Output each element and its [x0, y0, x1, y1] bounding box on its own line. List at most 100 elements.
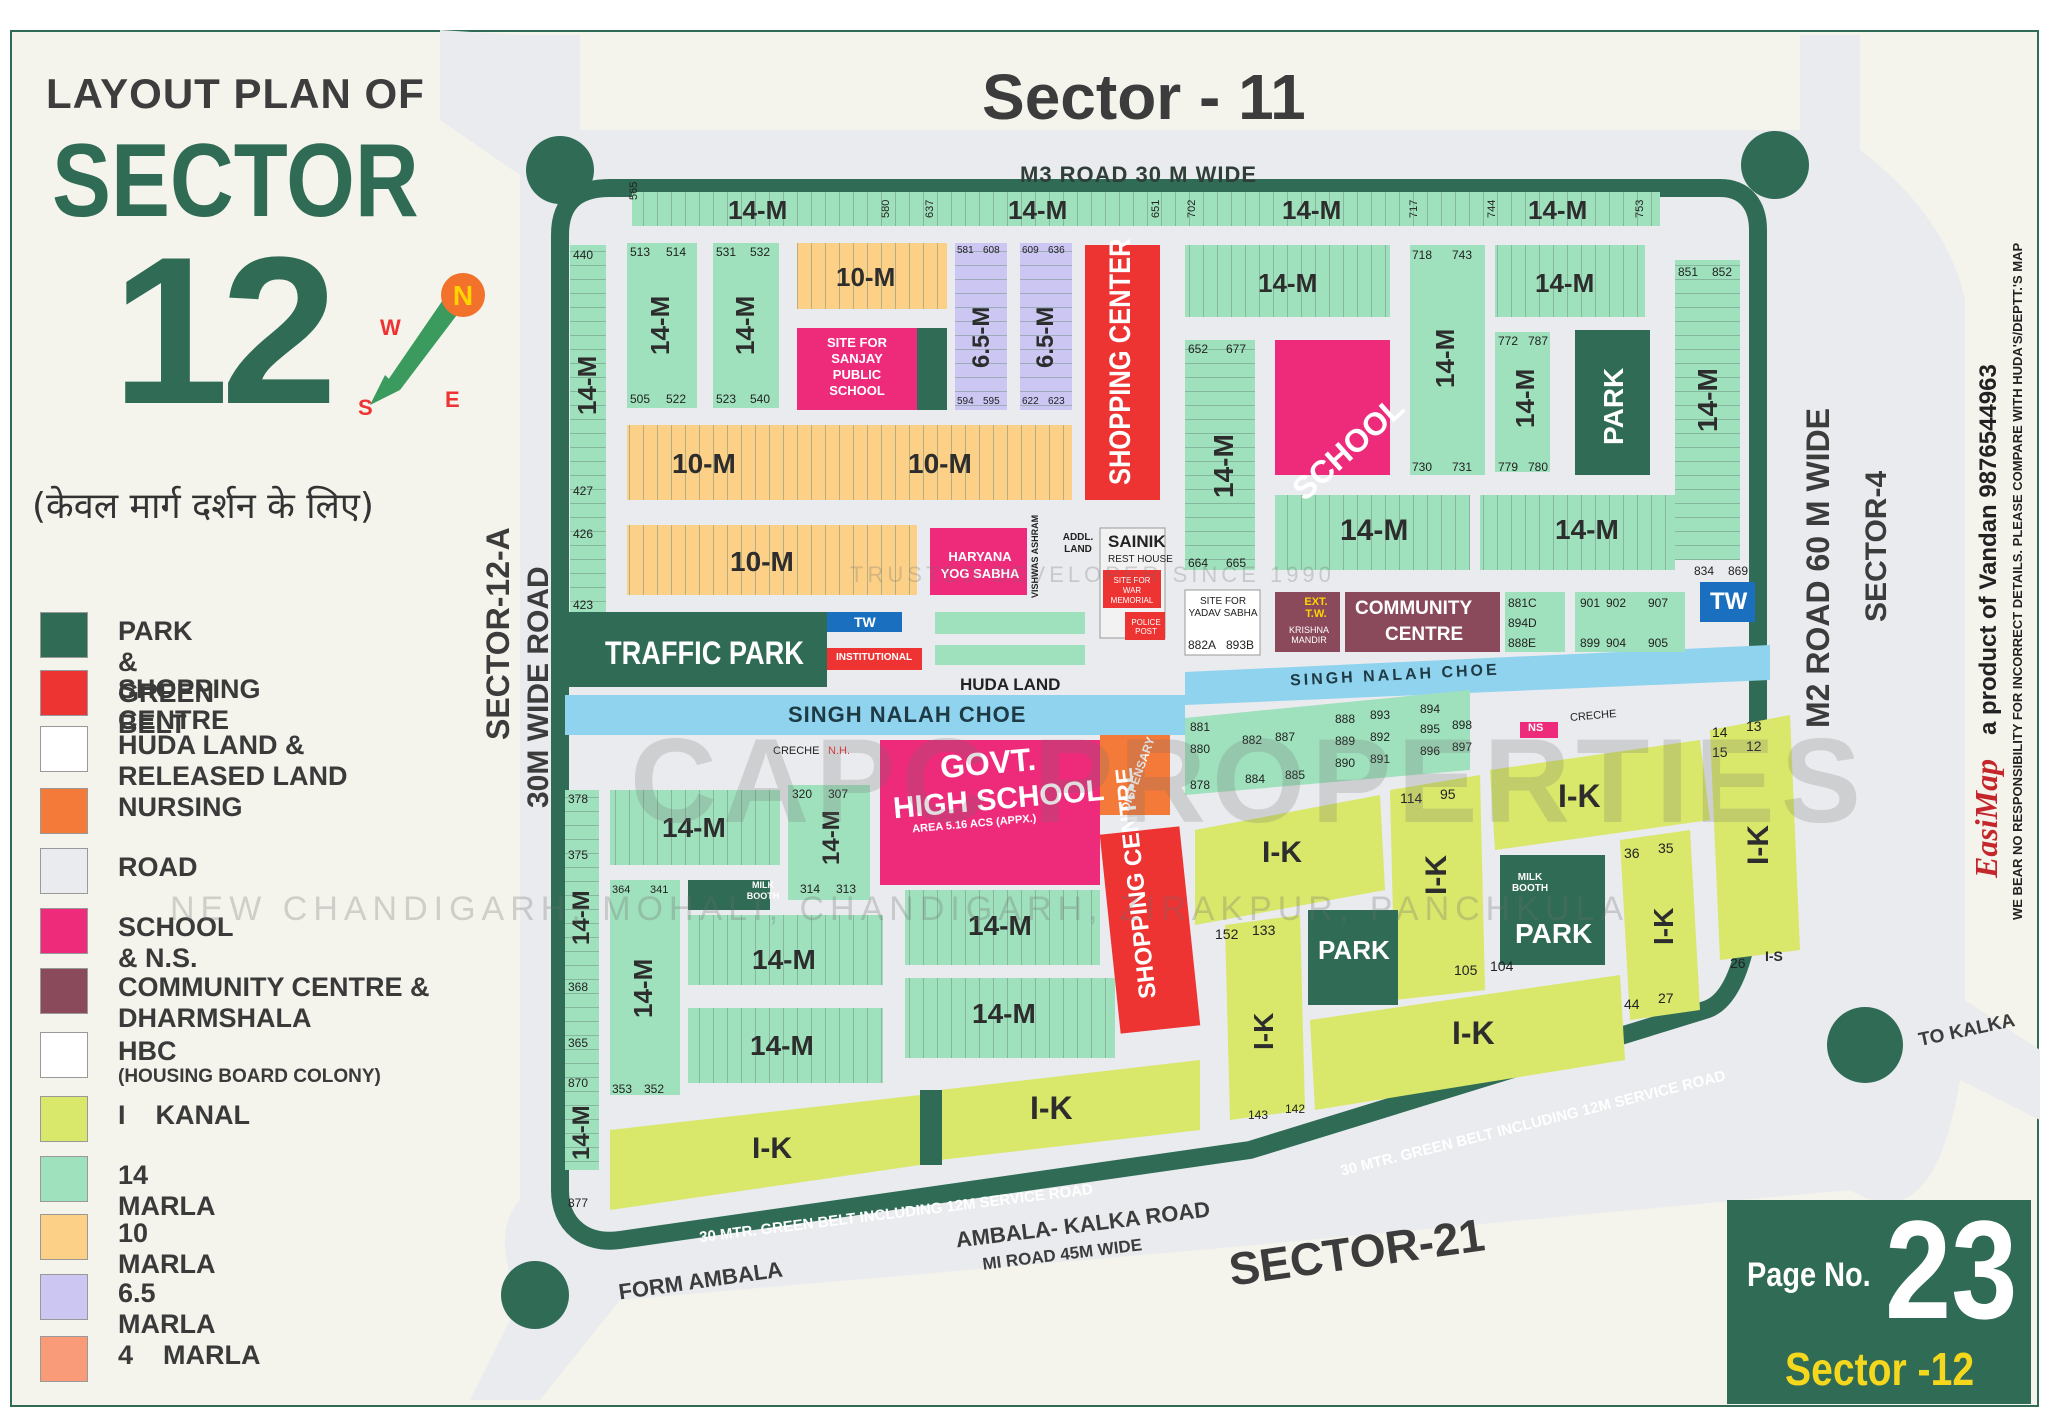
block-14m-811-lines [1275, 495, 1470, 570]
plot-number: 353 [612, 1082, 633, 1096]
dispensary [1100, 735, 1170, 815]
label-14m-248: 14-M [972, 998, 1036, 1029]
plot-number: 378 [568, 792, 589, 806]
legend-label: SHOPPING CENTRE [118, 674, 261, 735]
block-14m-531 [713, 243, 779, 408]
label-14m-513: 14-M [645, 295, 675, 355]
legend-swatch [40, 1156, 88, 1202]
label-14m-top-1: 14-M [728, 195, 788, 225]
plot-number: 142 [1285, 1102, 1306, 1116]
label-sainik: SAINIK [1108, 532, 1166, 551]
label-site-yadav: SITE FOR YADAV SABHA [1188, 596, 1258, 619]
label-14m-237: 14-M [750, 1030, 814, 1061]
plot-number: 907 [1648, 596, 1669, 610]
label-police-post: POLICE POST [1131, 618, 1161, 636]
label-14m-531: 14-M [730, 295, 760, 355]
plot-number: 12 [1746, 738, 1762, 754]
label-14m-283: 14-M [752, 944, 816, 975]
side-brand: EasiMap [1968, 758, 2004, 878]
label-10m-lower: 10-M [730, 546, 794, 577]
plot-number: 665 [1226, 556, 1247, 570]
block-901 [1575, 592, 1685, 652]
title-line1: LAYOUT PLAN OF [46, 70, 425, 117]
plot-number: 14 [1712, 724, 1728, 740]
block-ik-152 [1225, 915, 1305, 1120]
plot-number: 143 [1248, 1108, 1269, 1122]
plot-number: 427 [573, 484, 594, 498]
plot-number: 341 [650, 884, 669, 896]
label-community-centre: COMMUNITY [1355, 598, 1473, 619]
plot-number: 622 [1022, 396, 1039, 407]
tw-right [1700, 582, 1755, 622]
plot-number: 902 [1606, 596, 1627, 610]
plot-number: 440 [573, 248, 594, 262]
plot-number: 877 [568, 1196, 589, 1210]
label-m2-road: M2 ROAD 60 M WIDE [1800, 407, 1836, 728]
block-10m-mid-lines [627, 425, 1072, 500]
legend-swatch [40, 670, 88, 716]
block-ik-59 [1310, 975, 1625, 1110]
plot-number: 899 [1580, 636, 1601, 650]
milk-booth-right [1508, 868, 1538, 888]
label-tw-1: TW [854, 614, 876, 630]
block-14m-823-lines [1480, 495, 1675, 570]
shopping-centre-mid [1099, 826, 1201, 1034]
plot-number: 878 [1190, 778, 1211, 792]
plot-number: 565 [628, 181, 640, 200]
label-14m-823: 14-M [1555, 514, 1619, 545]
plot-number: 652 [1188, 342, 1209, 356]
label-sanjay-school: SITE FOR SANJAY PUBLIC SCHOOL [827, 335, 887, 398]
plot-number: 522 [666, 392, 687, 406]
block-14m-364 [610, 880, 680, 1095]
block-14m-237-lines [688, 1008, 883, 1083]
compass-south: S [358, 395, 373, 420]
plot-number: 894 [1420, 702, 1441, 716]
label-ext-tw: EXT. T.W. [1304, 596, 1328, 620]
plot-number: 152 [1215, 926, 1239, 942]
label-ik-124: I-K [1262, 836, 1302, 869]
plot-number: 882A [1188, 638, 1217, 652]
label-14m-772: 14-M [1510, 368, 1540, 428]
label-milk-booth-2: MILK BOOTH [1511, 872, 1549, 894]
label-14m-678: 14-M [1258, 268, 1318, 298]
label-30m-road: 30M WIDE ROAD [522, 566, 555, 808]
block-14m-851-lines [1675, 260, 1740, 560]
plot-number: 523 [716, 392, 737, 406]
plot-number: 352 [644, 1082, 665, 1096]
plot-number: 104 [1490, 958, 1514, 974]
label-ik-bottom-mid: I-K [1030, 1090, 1073, 1126]
plot-number: 423 [573, 598, 594, 612]
shopping-center-top [1085, 245, 1160, 500]
page-number: 23 [1885, 1191, 2018, 1348]
plot-number: 869 [1728, 564, 1749, 578]
plot-number: 891 [1370, 752, 1391, 766]
legend-label: HUDA LAND & RELEASED LAND [118, 730, 348, 791]
label-park-mid2: PARK [1515, 918, 1593, 949]
block-6-5m-a-lines [955, 243, 1007, 410]
plot-number: 753 [1634, 199, 1646, 218]
plot-number: 772 [1498, 334, 1519, 348]
plot-number: 540 [750, 392, 771, 406]
plot-number: 595 [983, 396, 1000, 407]
block-14m-248-lines [905, 978, 1115, 1058]
plot-number: 580 [880, 199, 892, 218]
plot-number: 890 [1335, 756, 1356, 770]
plot-number: 133 [1252, 922, 1276, 938]
plot-number: 744 [1486, 199, 1498, 218]
label-community-centre-2: CENTRE [1385, 624, 1464, 645]
label-10m-mid-2: 10-M [908, 448, 972, 479]
block-14m-881 [1185, 690, 1470, 795]
legend-swatch [40, 968, 88, 1014]
plot-number: 897 [1452, 740, 1473, 754]
legend-swatch [40, 726, 88, 772]
label-ik-36: I-K [1648, 907, 1679, 945]
plot-number: 885 [1285, 768, 1306, 782]
legend-label: PARK & GREEN BELT [118, 616, 215, 739]
label-addl-land: ADDL. LAND [1062, 532, 1094, 555]
plot-number: 514 [666, 245, 687, 259]
label-14m-left-col: 14-M [572, 355, 602, 415]
label-creche-1: CRECHE [773, 745, 820, 757]
label-14m-top-2: 14-M [1008, 195, 1068, 225]
label-ik-152: I-K [1248, 1012, 1279, 1050]
block-ik-14 [1710, 715, 1800, 960]
